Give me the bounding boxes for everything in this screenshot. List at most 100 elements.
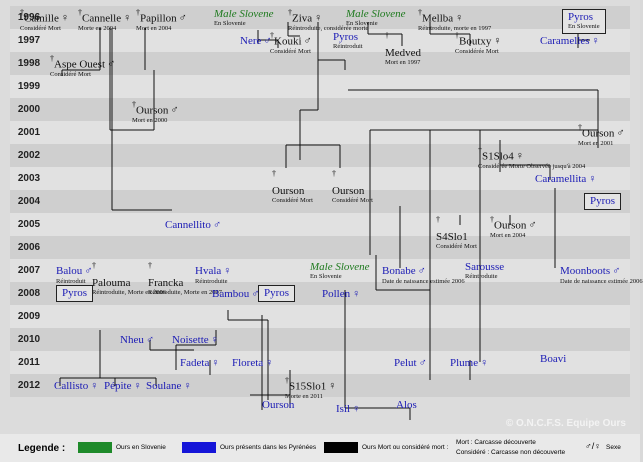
bear-name: Isil	[336, 403, 351, 415]
year-label: 1996	[17, 12, 41, 23]
death-dagger-icon: †	[436, 215, 440, 224]
death-dagger-icon: †	[148, 261, 152, 270]
death-dagger-icon: †	[385, 31, 389, 40]
bear-name: Pyros	[62, 287, 88, 299]
sex-icon: ♂	[303, 35, 312, 48]
bear-node-pepite: Pépite♀	[104, 377, 142, 393]
bear-node-ourson_2004: †Ourson♂Mort en 2004	[490, 216, 537, 240]
bear-node-ourson_2012: Ourson	[262, 400, 294, 411]
bear-name: Bonabe	[382, 265, 416, 277]
bear-node-floreta: Floreta♀	[232, 354, 273, 370]
bear-node-balou: Balou♂Réintroduit	[56, 262, 93, 286]
bear-node-kouki: †Kouki♂Considéré Mort	[270, 32, 312, 56]
bear-name: Kouki	[274, 35, 302, 48]
bear-name: Ourson	[136, 104, 169, 117]
sex-icon: ♀	[210, 334, 219, 346]
bear-name: Nheu	[120, 334, 144, 346]
year-label: 2008	[17, 288, 41, 299]
bear-note: Réintroduit	[56, 278, 86, 285]
bear-node-pollen: Pollen♀	[322, 285, 360, 301]
sex-icon: ♂	[251, 288, 260, 300]
bear-note: En Slovenie	[568, 23, 600, 30]
year-row: 2005	[10, 213, 630, 236]
bear-name: Cannellito	[165, 219, 211, 231]
year-label: 2001	[17, 127, 41, 138]
year-row: 2004	[10, 190, 630, 213]
bear-name: Balou	[56, 265, 83, 277]
bear-note: Réintroduite	[195, 278, 228, 285]
year-label: 2006	[17, 242, 41, 253]
bear-name: Male Slovene	[310, 261, 370, 273]
bear-name: Papillon	[140, 12, 177, 25]
sex-icon: ♀	[493, 35, 502, 48]
sex-icon: ♂	[616, 127, 625, 140]
bear-note: Date de naissance estimée 2006	[560, 278, 643, 285]
bear-node-papillon: †Papillon♂Mort en 2004	[136, 9, 187, 33]
year-row: 2006	[10, 236, 630, 259]
bear-name: Cannelle	[82, 12, 122, 25]
bear-note: Morte en 2011	[285, 393, 324, 401]
bear-node-s15slo1: †S15Slo1♀ Morte en 2011	[285, 377, 337, 401]
bear-name: S15Slo1	[289, 380, 327, 393]
sex-icon: ♀	[183, 380, 192, 392]
bear-note: Considérée Morte Observée jusqu'à 2004	[478, 163, 586, 171]
year-label: 2004	[17, 196, 41, 207]
bear-note: Réintroduite, Morte en 2006	[92, 289, 167, 297]
year-row: 2009	[10, 305, 630, 328]
bear-name: Mellba	[422, 12, 454, 25]
year-label: 2011	[18, 357, 40, 368]
bear-name: Pyros	[333, 31, 359, 43]
legend-label-slovenie: Ours en Slovenie	[116, 444, 166, 451]
sex-icon: ♀	[588, 173, 597, 185]
legend-label-pyrenees: Ours présents dans les Pyrénées	[220, 444, 317, 451]
bear-note: Considérée Mort	[455, 48, 499, 56]
bear-name: Pépite	[104, 380, 132, 392]
bear-name: Caramellita	[535, 173, 587, 185]
sex-icon: ♂	[145, 334, 155, 346]
bear-node-hvala: Hvala♀Réintroduite	[195, 262, 232, 286]
bear-node-fadeta: Fadeta♀	[180, 354, 220, 370]
copyright-text: © O.N.C.F.S. Equipe Ours	[505, 418, 626, 429]
bear-name: Ourson	[272, 185, 305, 198]
bear-note: Mort en 2001	[578, 140, 614, 148]
bear-name: Pyros	[264, 287, 290, 299]
year-label: 2012	[17, 380, 41, 391]
year-label: 1998	[17, 58, 41, 69]
bear-name: Male Slovene	[214, 8, 274, 20]
sex-icon: ♂	[170, 104, 179, 117]
bear-name: Boavi	[540, 353, 567, 365]
sex-icon: ♂	[263, 35, 272, 47]
legend-swatch-mort	[324, 442, 358, 453]
bear-name: Boutxy	[459, 35, 492, 48]
bear-name: Palouma	[92, 277, 131, 290]
death-dagger-icon: †	[285, 376, 289, 385]
bear-node-nheu: Nheu♂	[120, 331, 154, 347]
bear-name: Ourson	[582, 127, 615, 140]
bear-node-aspe_ouest: †Aspe Ouest♂Considéré Mort	[50, 55, 115, 79]
sex-icon: ♂	[528, 219, 537, 232]
bear-note: Considéré Mort	[332, 197, 373, 205]
death-dagger-icon: †	[490, 215, 494, 224]
sex-icon: ♀	[123, 12, 132, 25]
bear-note: En Slovenie	[346, 20, 378, 27]
sex-icon: ♂	[612, 265, 621, 277]
bear-node-bambou: Bambou♂	[212, 285, 260, 301]
bear-node-nere: Nere♂	[240, 32, 272, 48]
sex-icon: ♂	[84, 265, 93, 277]
year-row: 1999	[10, 75, 630, 98]
bear-note: Mort en 2000	[132, 117, 168, 125]
sex-icon: ♀	[328, 380, 337, 393]
year-label: 2007	[17, 265, 41, 276]
bear-node-soulane: Soulane♀	[146, 377, 192, 393]
year-row: 1998	[10, 52, 630, 75]
death-dagger-icon: †	[455, 31, 459, 40]
bear-name: Sarousse	[465, 261, 505, 273]
year-row: 2008	[10, 282, 630, 305]
legend-mort-note: Mort : Carcasse découverte	[456, 439, 536, 446]
bear-node-isil: Isil♀	[336, 400, 360, 416]
bear-node-moonboots: Moonboots♂Date de naissance estimée 2006	[560, 262, 643, 286]
death-dagger-icon: †	[288, 8, 292, 17]
bear-note: Mort en 2004	[490, 232, 526, 240]
death-dagger-icon: †	[332, 169, 336, 178]
